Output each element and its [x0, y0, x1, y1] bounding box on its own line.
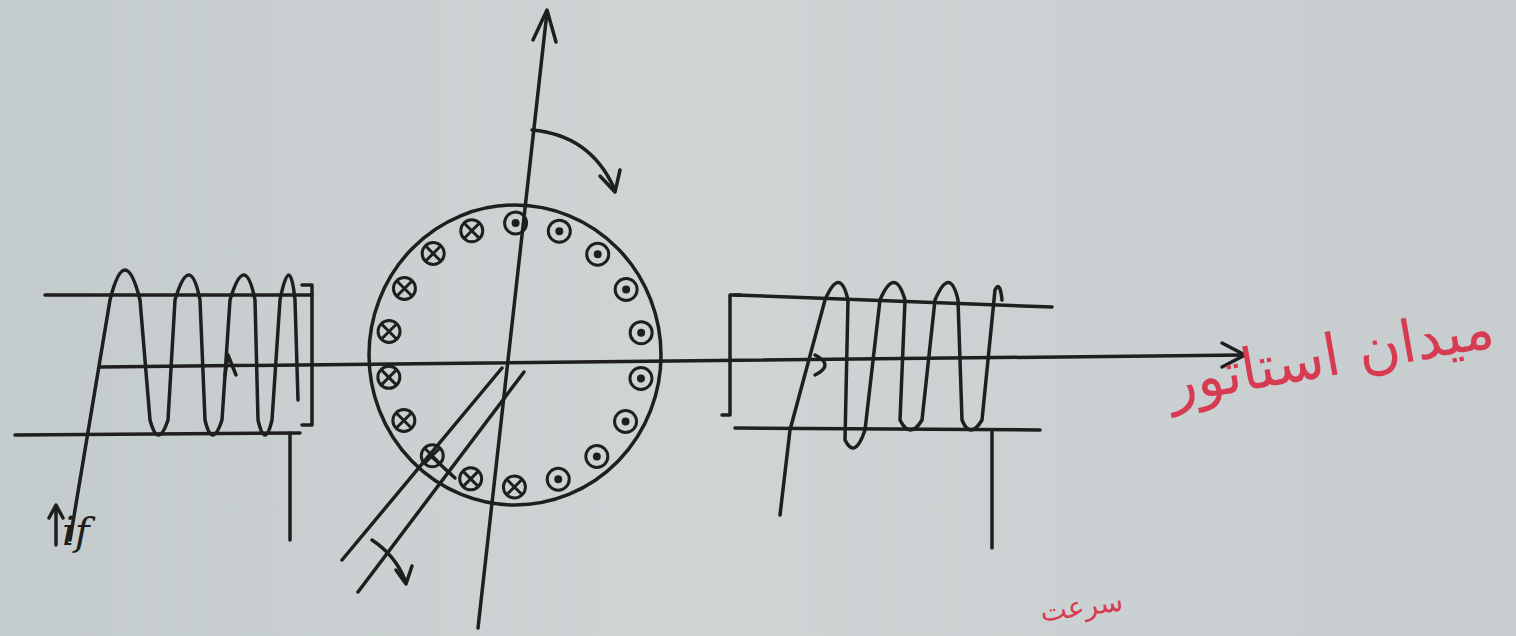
cross-mark: [465, 224, 479, 238]
cross-mark: [507, 480, 521, 494]
dot-mark: [556, 477, 561, 482]
conductor: [630, 368, 652, 390]
current-arrow: [54, 508, 58, 545]
dot-mark: [513, 221, 518, 226]
left-pole: [15, 270, 312, 540]
conductor: [547, 468, 569, 490]
dot-mark: [623, 419, 628, 424]
conductor: [460, 468, 482, 490]
dot-mark: [595, 252, 600, 257]
conductor: [505, 212, 527, 234]
arrowhead: [600, 170, 620, 192]
cross-mark: [382, 370, 396, 384]
vertical-axis: [478, 12, 547, 628]
cross-mark: [426, 246, 440, 260]
stator-field-note: میدان استاتور: [1162, 293, 1499, 417]
conductor: [615, 411, 637, 433]
conductor: [378, 366, 400, 388]
conductor: [378, 320, 400, 342]
horizontal-axis: [100, 355, 1243, 367]
conductor: [393, 409, 415, 431]
cross-mark: [425, 449, 439, 463]
conductor: [587, 243, 609, 265]
rotor: [369, 205, 661, 505]
conductor: [615, 279, 637, 301]
brushes: [342, 368, 524, 592]
dot-mark: [639, 330, 644, 335]
dot-mark: [557, 229, 562, 234]
arrowhead: [49, 505, 63, 518]
conductor: [421, 445, 443, 467]
conductor: [586, 446, 608, 468]
dot-mark: [638, 376, 643, 381]
conductor: [393, 277, 415, 299]
cross-mark: [464, 472, 478, 486]
rotor-conductors: [378, 212, 652, 498]
conductor: [461, 220, 483, 242]
dot-mark: [624, 287, 629, 292]
cross-mark: [382, 324, 396, 338]
cross-mark: [397, 281, 411, 295]
dot-mark: [594, 454, 599, 459]
conductor: [630, 322, 652, 344]
conductor: [503, 476, 525, 498]
conductor: [548, 220, 570, 242]
right-pole: [722, 283, 1052, 549]
axis-arrowhead: [533, 10, 556, 42]
speed-note: سرعت: [1038, 584, 1125, 628]
current-label: if: [62, 508, 90, 554]
conductor: [422, 242, 444, 264]
cross-mark: [397, 413, 411, 427]
